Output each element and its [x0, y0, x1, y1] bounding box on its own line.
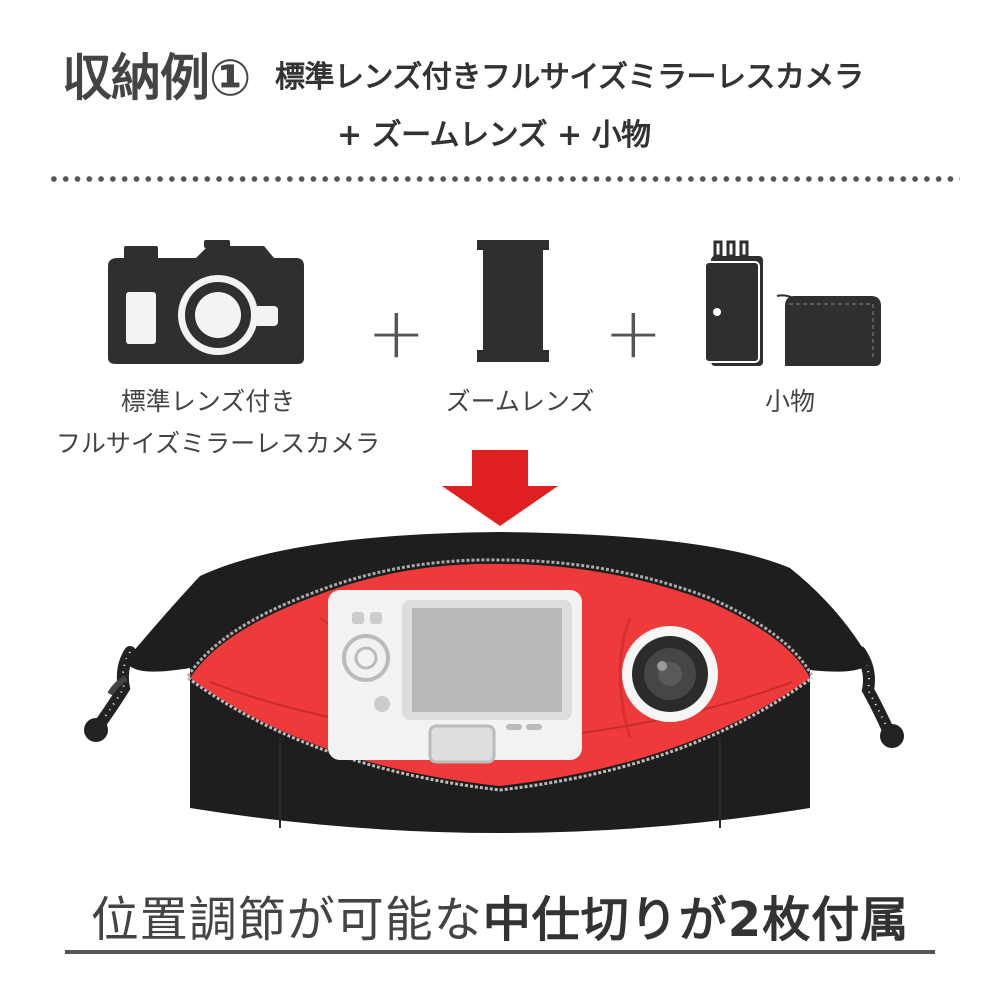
plus-sign-1: + [367, 292, 426, 374]
left-cord-pull [84, 646, 136, 742]
footer-underline [65, 950, 935, 954]
accessories-icon [704, 240, 881, 366]
lens-in-bag [622, 626, 718, 722]
camera-in-bag [328, 590, 582, 764]
zoom-lens-icon [477, 240, 549, 362]
subtitle-line-1: 標準レンズ付きフルサイズミラーレスカメラ [275, 60, 864, 95]
bag-photo [84, 532, 904, 833]
camera-icon [108, 240, 304, 364]
header: 収納例① 標準レンズ付きフルサイズミラーレスカメラ + ズームレンズ + 小物 [62, 38, 992, 153]
camera-label-line-1: 標準レンズ付き [120, 387, 296, 416]
zoom-lens-label: ズームレンズ [445, 387, 595, 416]
right-cord-pull [854, 646, 904, 748]
camera-label-line-2: フルサイズミラーレスカメラ [55, 429, 381, 458]
plus-sign-2: + [604, 292, 663, 374]
dotted-divider [48, 176, 960, 182]
subtitle-line-2: + ズームレンズ + 小物 [337, 118, 651, 153]
down-arrow-icon [442, 450, 558, 526]
page-title: 収納例① [62, 49, 251, 107]
footer-bold-text: 中仕切りが2枚付属 [482, 892, 910, 948]
footer-caption: 位置調節が可能な中仕切りが2枚付属 [0, 880, 1000, 950]
footer-regular-text: 位置調節が可能な [90, 892, 483, 948]
accessories-label: 小物 [764, 387, 815, 416]
